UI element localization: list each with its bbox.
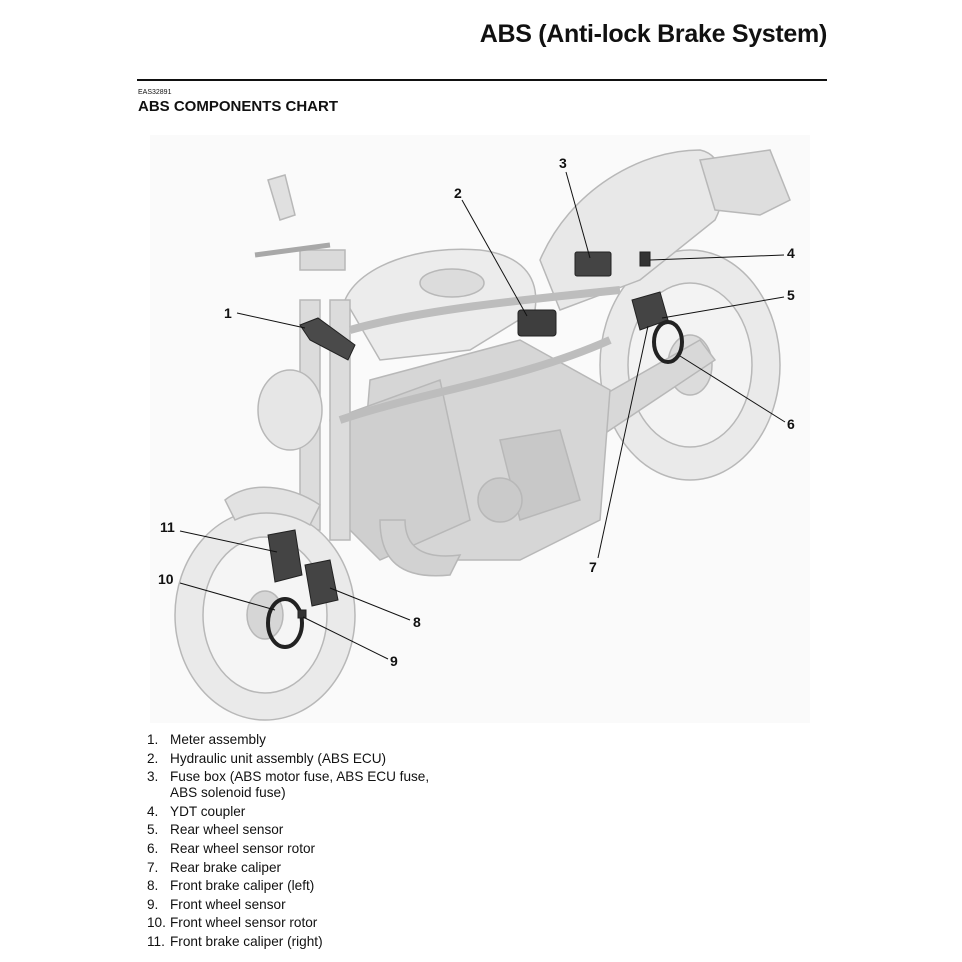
component-legend: 1.Meter assembly 2.Hydraulic unit assemb… — [147, 732, 429, 953]
leader-lines — [179, 171, 786, 660]
callout-9: 9 — [390, 653, 398, 669]
legend-item: 2.Hydraulic unit assembly (ABS ECU) — [147, 750, 387, 766]
legend-item: 8.Front brake caliper (left) — [147, 878, 315, 894]
section-title: ABS COMPONENTS CHART — [138, 98, 339, 115]
legend-item: 5.Rear wheel sensor — [147, 822, 284, 838]
callout-5: 5 — [787, 287, 795, 303]
callout-1: 1 — [224, 305, 232, 321]
motorcycle-drawing — [174, 149, 791, 721]
legend-item: 4.YDT coupler — [147, 803, 246, 819]
section-code: EAS32891 — [138, 89, 172, 96]
callout-11: 11 — [160, 519, 175, 535]
callout-6: 6 — [787, 416, 795, 432]
legend-item: 7.Rear brake caliper — [147, 859, 282, 875]
callout-8: 8 — [413, 614, 421, 630]
page-header-title: ABS (Anti-lock Brake System) — [479, 20, 828, 48]
abs-components — [266, 251, 684, 649]
legend-item: 6.Rear wheel sensor rotor — [147, 840, 316, 856]
legend-item: 3.Fuse box (ABS motor fuse, ABS ECU fuse… — [147, 769, 430, 801]
callout-2: 2 — [454, 185, 462, 201]
callout-3: 3 — [559, 155, 567, 171]
legend-item: 11.Front brake caliper (right) — [147, 933, 323, 949]
legend-item: 1.Meter assembly — [147, 732, 266, 747]
legend-item: 10.Front wheel sensor rotor — [147, 915, 318, 931]
header-rule — [137, 79, 827, 81]
callout-4: 4 — [787, 245, 795, 261]
callout-labels: 1 2 3 4 5 6 7 8 9 10 11 — [158, 155, 795, 669]
callout-7: 7 — [589, 559, 597, 575]
legend-item: 9.Front wheel sensor — [147, 896, 286, 912]
callout-10: 10 — [158, 571, 174, 587]
